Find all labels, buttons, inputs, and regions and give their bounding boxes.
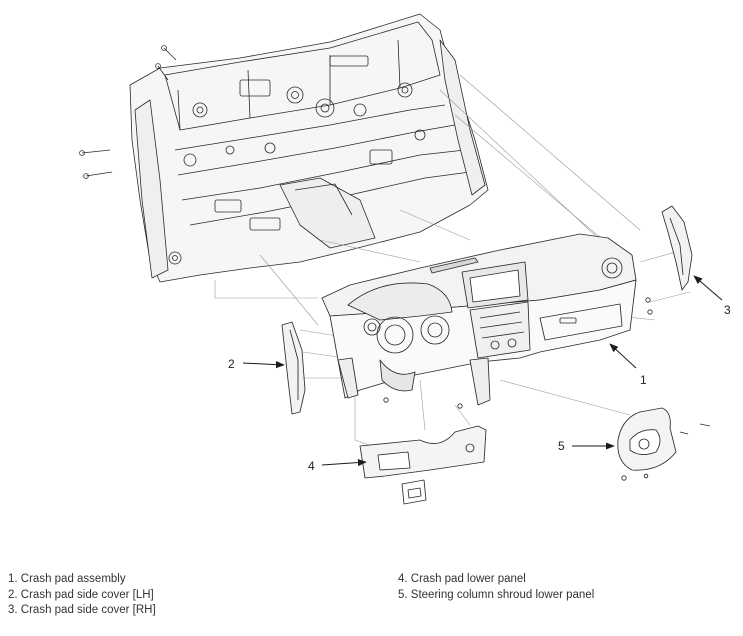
- callout-3: 3: [724, 303, 731, 317]
- legend-left: 1. Crash pad assembly 2. Crash pad side …: [8, 572, 156, 619]
- callout-2: 2: [228, 357, 235, 371]
- callout-5: 5: [558, 439, 565, 453]
- shroud-drawing: [617, 407, 711, 481]
- lower-panel-drawing: [359, 425, 487, 505]
- legend-item: 1. Crash pad assembly: [8, 573, 126, 585]
- leader-4: [321, 458, 367, 467]
- side-cover-rh-drawing: [661, 205, 693, 291]
- leader-2: [242, 361, 285, 369]
- callout-leaders: [242, 275, 723, 467]
- leader-3: [693, 275, 723, 301]
- legend-item: 5. Steering column shroud lower panel: [398, 588, 595, 601]
- callout-1: 1: [640, 373, 647, 387]
- leader-1: [609, 343, 637, 369]
- legend-item: 3. Crash pad side cover [RH]: [8, 604, 156, 616]
- legend-item: 2. Crash pad side cover [LH]: [8, 588, 154, 601]
- side-cover-lh-drawing: [281, 321, 306, 415]
- exploded-diagram: 1 2 3 4 5: [79, 13, 731, 505]
- legend-right: 4. Crash pad lower panel 5. Steering col…: [398, 572, 594, 603]
- body-frame-drawing: [79, 13, 489, 283]
- crash-pad-drawing: [321, 233, 653, 409]
- callout-4: 4: [308, 459, 315, 473]
- legend-item: 4. Crash pad lower panel: [398, 573, 526, 585]
